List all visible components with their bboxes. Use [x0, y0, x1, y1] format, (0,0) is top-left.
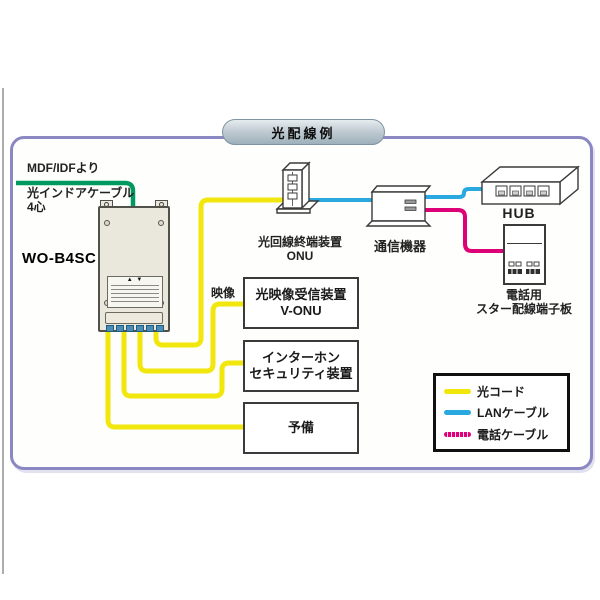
v-onu-line1: 光映像受信装置	[255, 286, 347, 302]
mdf-idf-label: MDF/IDFより	[27, 161, 100, 175]
comm-slot-1	[404, 199, 417, 204]
video-label: 映像	[211, 286, 236, 300]
phone-board-divider	[507, 243, 542, 244]
phone-cable-swatch	[444, 431, 471, 437]
lan-cable-label: LANケーブル	[477, 406, 549, 420]
fiber-port-4	[136, 325, 144, 332]
phone-board-label-line2: スター配線端子板	[475, 301, 572, 316]
comm-top-face	[370, 185, 432, 193]
legend-item-fiber: 光コード	[436, 383, 567, 400]
hub-shape	[480, 165, 580, 206]
lan-cable-comm-to-hub	[425, 187, 482, 199]
onu-side-face	[301, 161, 310, 210]
comm-slot-2	[404, 206, 417, 211]
indoor-cable-label-line2: 4心	[27, 199, 46, 214]
phone-board-label-line1: 電話用	[505, 288, 542, 302]
onu-base-front	[276, 208, 311, 214]
fiber-cord-label: 光コード	[477, 384, 526, 399]
comm-equipment-label: 通信機器	[373, 239, 426, 254]
hub-port-2-tab	[512, 190, 519, 196]
v-onu-box: 光映像受信装置 V-ONU	[243, 277, 359, 329]
window-edge-line	[2, 88, 4, 574]
spare-label: 予備	[287, 419, 314, 435]
phone-board-terminals	[508, 261, 540, 274]
onu-label-line2: ONU	[286, 248, 314, 263]
phone-cable-label: 電話ケーブル	[477, 427, 549, 442]
v-onu-line2: V-ONU	[280, 303, 322, 318]
onu-tower	[275, 161, 320, 214]
fiber-cord-to-v-onu	[137, 301, 243, 374]
fiber-cord-swatch	[444, 388, 471, 394]
hub-port-1-tab	[498, 190, 505, 196]
lan-cable-swatch	[444, 410, 471, 415]
terminal-block	[508, 269, 522, 274]
fiber-port-5	[146, 325, 154, 332]
device-bottom-panel	[105, 312, 163, 324]
device-model-label: WO-B4SC	[22, 250, 97, 267]
intercom-line1: インターホン	[261, 349, 340, 365]
indoor-cable-label: 光インドアケーブル 4心	[27, 186, 135, 215]
terminal-jack	[533, 261, 540, 267]
screw-icon	[104, 220, 110, 226]
phone-cable	[425, 208, 504, 253]
phone-star-board	[503, 224, 546, 285]
intercom-box: インターホン セキュリティ装置	[243, 340, 359, 392]
onu-label: 光回線終端装置 ONU	[245, 235, 355, 264]
terminal-jack	[508, 261, 515, 267]
fiber-port-1	[106, 325, 114, 332]
indoor-cable-label-line1: 光インドアケーブル	[27, 186, 135, 200]
terminal-jack	[526, 261, 533, 267]
warning-triangles-icon: ▲ ▼	[126, 277, 144, 283]
hub-port-3-tab	[526, 190, 533, 196]
terminal-jack	[515, 261, 522, 267]
diagram-title: 光配線例	[222, 119, 385, 145]
comm-equipment-shape	[365, 185, 432, 227]
diagram-title-text: 光配線例	[271, 125, 336, 141]
fiber-cord-to-intercom	[121, 331, 243, 399]
phone-board-label: 電話用 スター配線端子板	[468, 288, 580, 317]
fiber-cord-to-spare	[105, 331, 243, 430]
onu-label-line1: 光回線終端装置	[257, 235, 342, 249]
intercom-line2: セキュリティ装置	[249, 366, 353, 381]
comm-front-face	[371, 191, 426, 222]
hub-port-4-tab	[540, 190, 547, 196]
onu-port-1	[287, 174, 298, 182]
fiber-port-3	[126, 325, 134, 332]
wo-b4sc-device: ▲ ▼	[98, 206, 170, 332]
fiber-port-2	[116, 325, 124, 332]
hub-label: HUB	[502, 205, 536, 221]
device-warning-label: ▲ ▼	[107, 276, 163, 308]
onu-port-2	[287, 183, 298, 191]
hub-ports	[495, 185, 550, 197]
onu-port-3	[287, 192, 298, 200]
legend-item-lan: LANケーブル	[436, 404, 567, 421]
screw-icon	[158, 220, 164, 226]
fiber-cord-to-onu	[153, 197, 284, 348]
legend-item-phone: 電話ケーブル	[436, 426, 567, 443]
comm-base	[365, 220, 432, 227]
spare-box: 予備	[243, 402, 359, 454]
fiber-port-6	[156, 325, 164, 332]
legend: 光コード LANケーブル 電話ケーブル	[433, 373, 570, 452]
indoor-fiber-cable	[16, 180, 136, 206]
terminal-block	[526, 269, 540, 274]
warning-fine-print	[111, 285, 159, 303]
